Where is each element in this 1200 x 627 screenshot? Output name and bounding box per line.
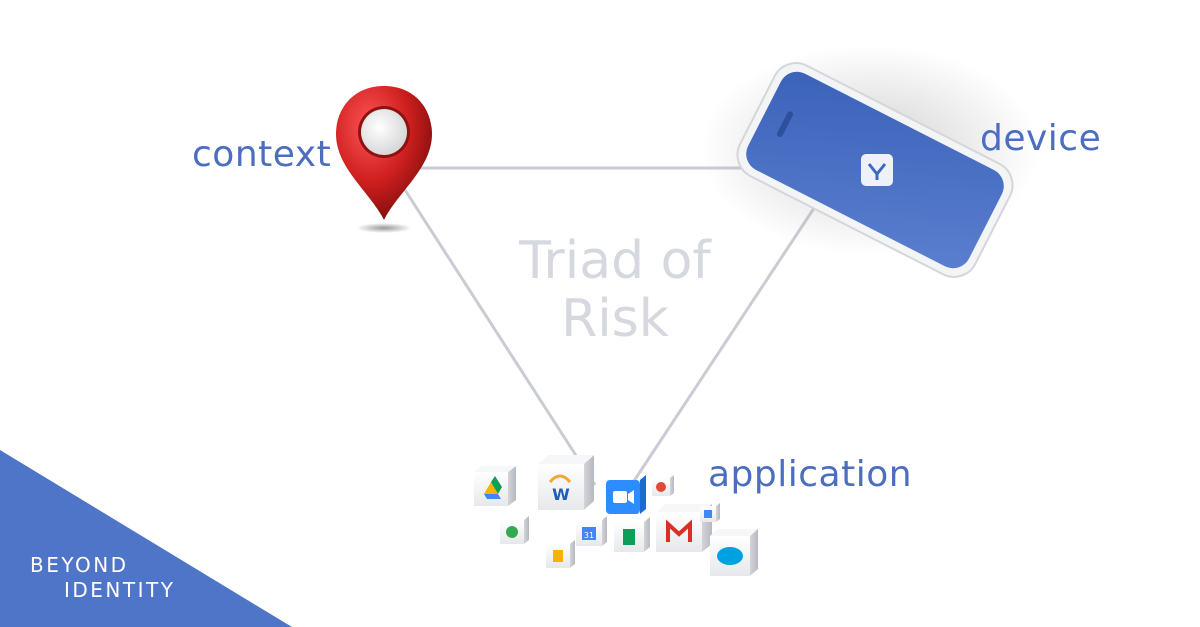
device-label: device [980, 118, 1102, 159]
app-cubes-icon: W 31 [474, 455, 758, 576]
diagram-title: Triad of Risk [470, 232, 760, 348]
context-label: context [192, 134, 332, 175]
beyond-identity-app-icon [861, 154, 893, 186]
diagram-title-line1: Triad of [519, 231, 711, 291]
svg-text:31: 31 [584, 531, 594, 540]
svg-text:W: W [552, 485, 570, 504]
application-label: application [708, 454, 913, 495]
triangle-edge-left [403, 189, 597, 486]
smartphone-icon [700, 45, 1040, 278]
location-pin-icon [336, 86, 432, 233]
diagram-title-line2: Risk [561, 289, 669, 349]
brand-logo: BEYOND IDENTITY [30, 553, 175, 603]
brand-line1: BEYOND [30, 553, 129, 577]
brand-line2: IDENTITY [64, 578, 176, 602]
